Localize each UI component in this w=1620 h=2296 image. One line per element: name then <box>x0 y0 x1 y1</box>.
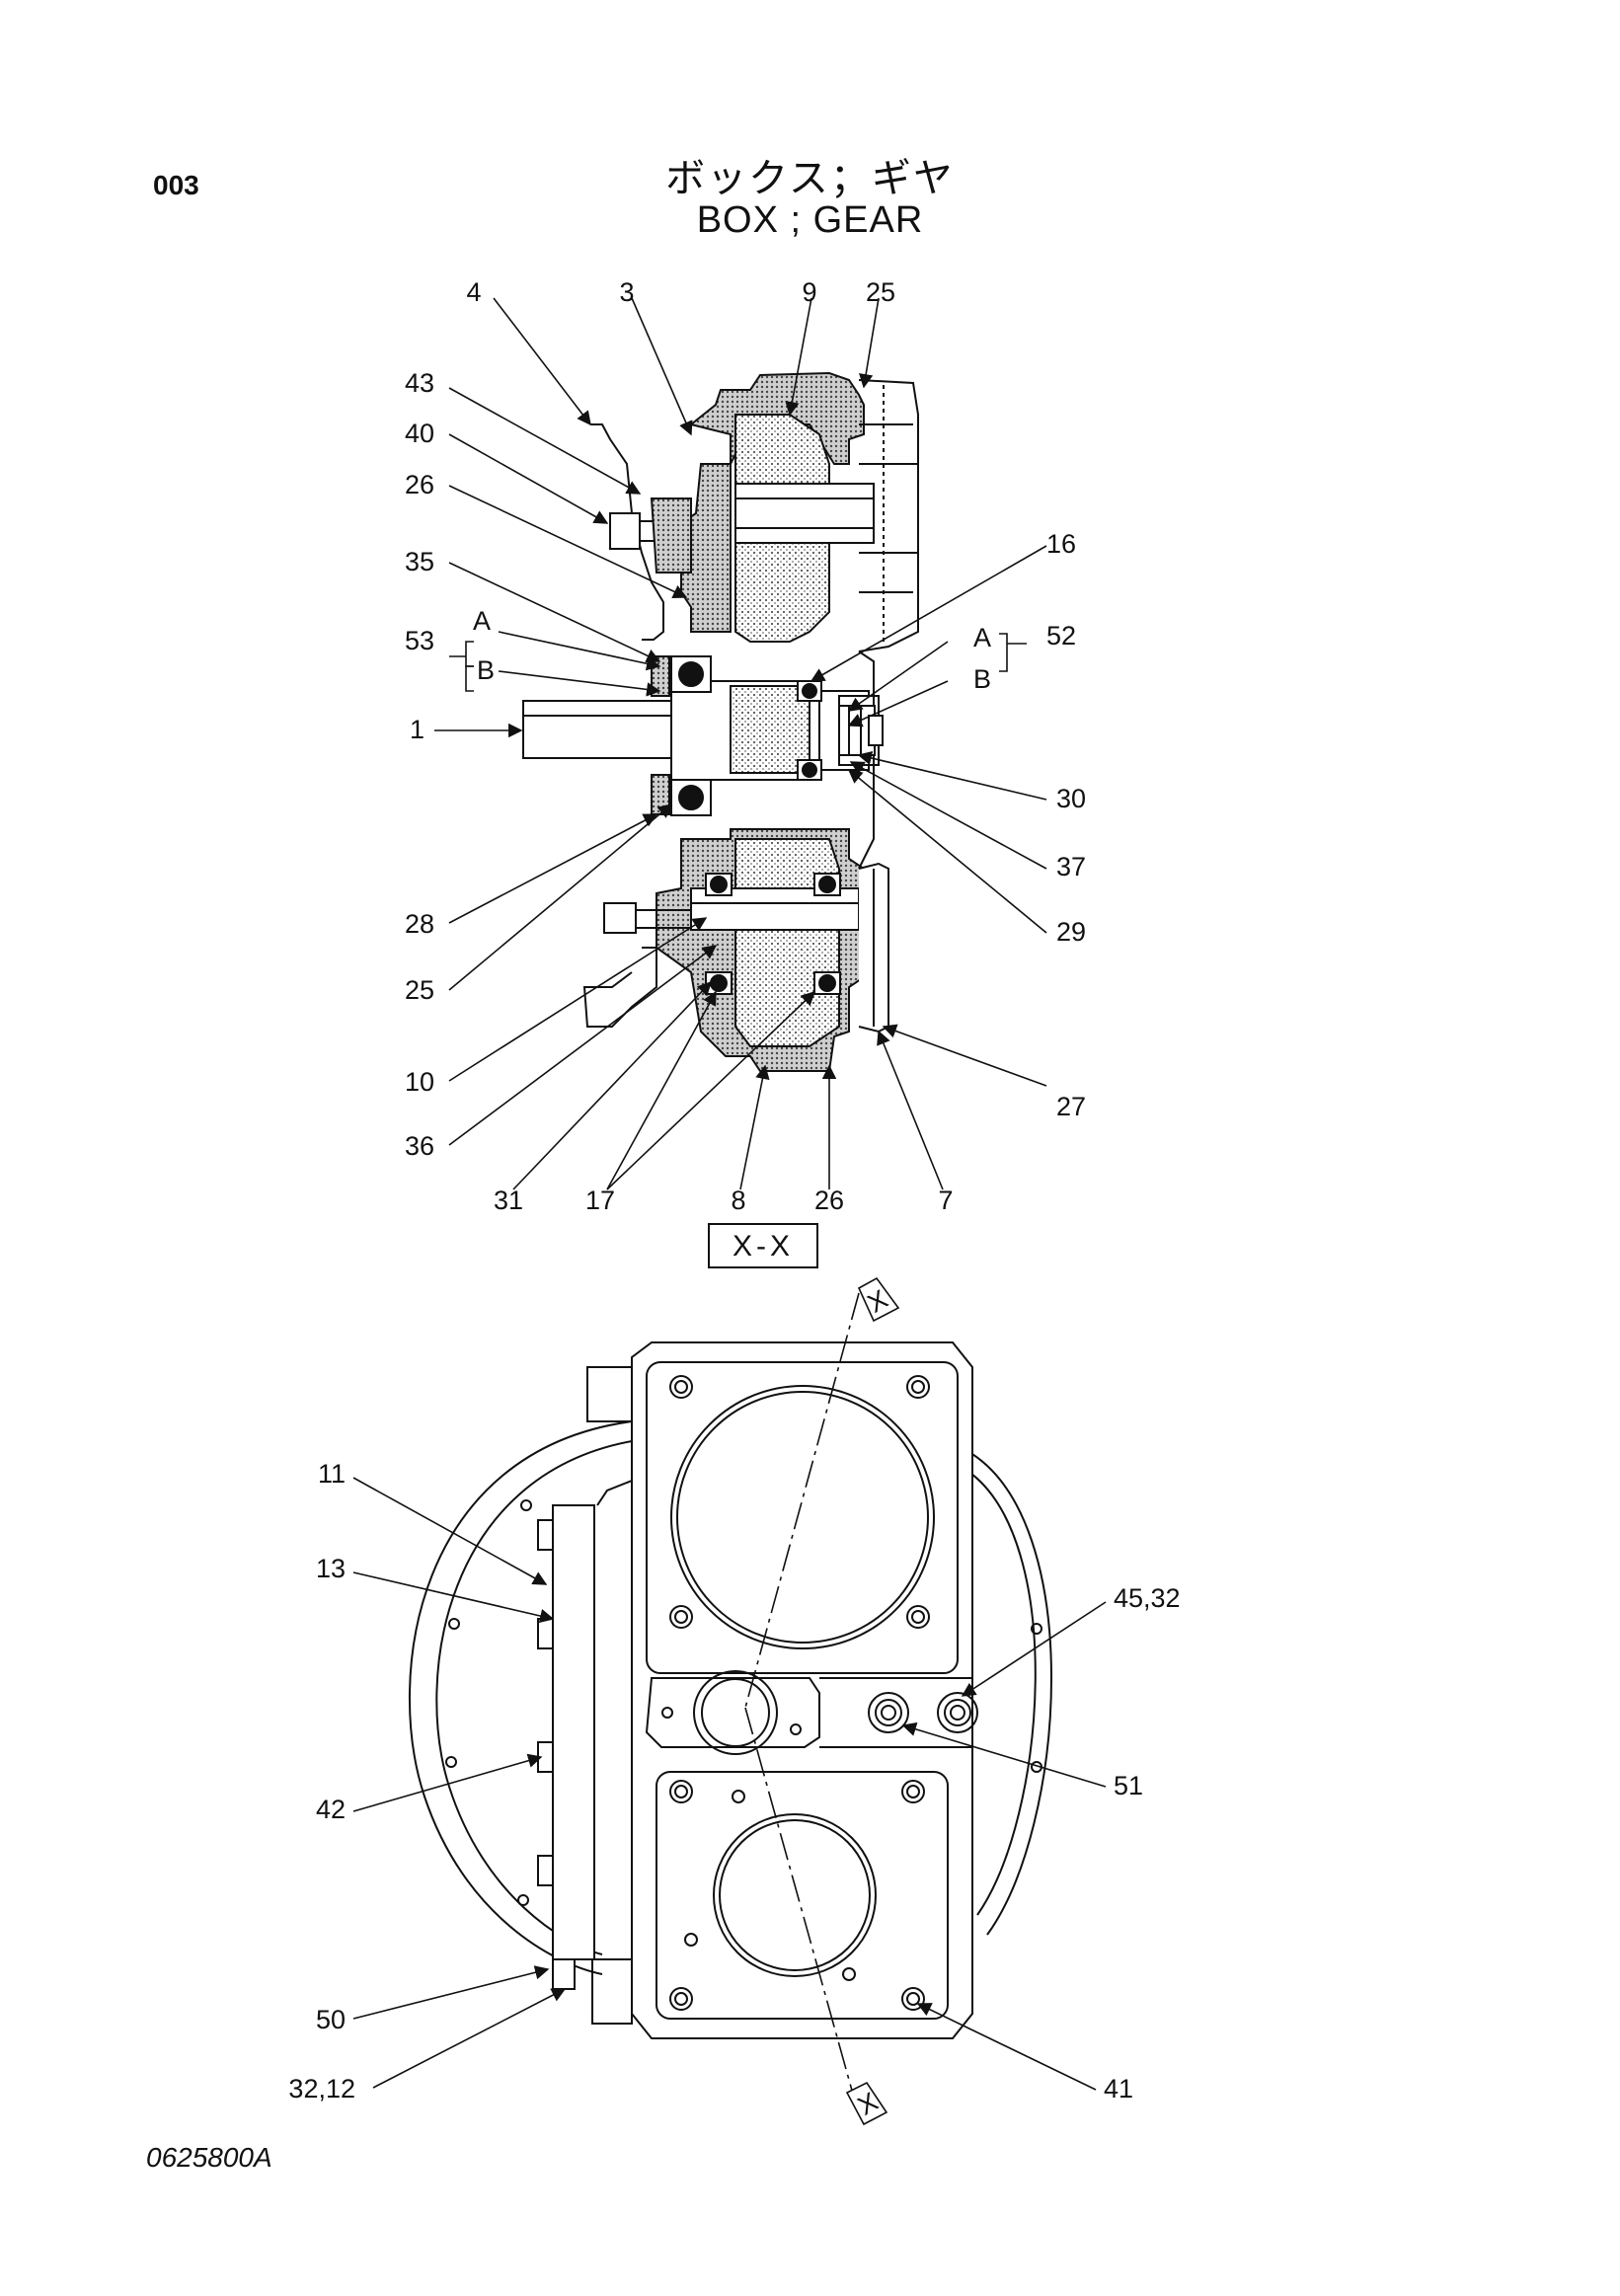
plan-view <box>408 1341 1052 2039</box>
callout-25: 25 <box>866 277 895 307</box>
callout-26-lower: 26 <box>814 1186 844 1215</box>
callout-52-b: B <box>973 664 991 694</box>
callout-45-32: 45,32 <box>1114 1583 1181 1613</box>
callouts-top: 4 3 9 25 43 40 26 35 53 A B 1 16 A 52 B … <box>405 277 1086 1215</box>
callout-4: 4 <box>466 277 481 307</box>
callout-7: 7 <box>938 1186 953 1215</box>
callout-9: 9 <box>802 277 816 307</box>
callout-8: 8 <box>731 1186 745 1215</box>
leader-lines-top <box>434 297 1047 1190</box>
shaft-1 <box>522 700 672 759</box>
callout-10: 10 <box>405 1067 434 1097</box>
title-english: BOX ; GEAR <box>696 199 924 241</box>
round-flange <box>408 1420 633 1975</box>
callout-53-a: A <box>473 606 491 636</box>
callout-26: 26 <box>405 470 434 499</box>
section-cut-line <box>744 1276 900 2126</box>
bolt-40-upper <box>609 512 641 550</box>
bolt-lower <box>603 902 637 934</box>
callout-17: 17 <box>585 1186 615 1215</box>
main-casing <box>631 1341 973 2039</box>
callout-40: 40 <box>405 419 434 448</box>
callout-42: 42 <box>316 1795 346 1824</box>
callout-53: 53 <box>405 626 434 655</box>
callout-52: 52 <box>1046 621 1076 651</box>
leader-lines-bottom <box>352 1477 1107 2091</box>
port-51 <box>868 1692 909 1733</box>
lower-bore <box>713 1813 877 1977</box>
callout-50: 50 <box>316 2005 346 2034</box>
callout-35: 35 <box>405 547 434 576</box>
upper-bore <box>670 1385 935 1649</box>
callout-29: 29 <box>1056 917 1086 947</box>
callout-13: 13 <box>316 1554 346 1583</box>
center-boss <box>693 1670 778 1755</box>
section-view <box>522 371 919 1072</box>
callout-1: 1 <box>410 715 424 744</box>
lower-bore-plate <box>656 1771 949 2020</box>
port-bracket <box>819 1677 973 1748</box>
callout-51: 51 <box>1114 1771 1143 1800</box>
callout-27: 27 <box>1056 1092 1086 1121</box>
rib-block <box>552 1504 595 1960</box>
section-label-box: X-X <box>708 1223 818 1268</box>
callout-41: 41 <box>1104 2074 1133 2104</box>
callout-31: 31 <box>494 1186 523 1215</box>
callout-28: 28 <box>405 909 434 939</box>
plug-50 <box>552 1958 576 1990</box>
callout-3: 3 <box>619 277 634 307</box>
callout-37: 37 <box>1056 852 1086 881</box>
gear-8 <box>734 838 840 1047</box>
callout-53-b: B <box>477 655 495 685</box>
callout-52-a: A <box>973 623 991 652</box>
callout-11: 11 <box>318 1459 346 1489</box>
motor-flange-25 <box>858 379 919 652</box>
drawing-code: 0625800A <box>146 2142 272 2173</box>
callout-16: 16 <box>1046 529 1076 559</box>
page-number: 003 <box>153 170 199 200</box>
middle-plate <box>645 1677 820 1748</box>
section-label: X-X <box>733 1230 794 1263</box>
callout-30: 30 <box>1056 784 1086 813</box>
upper-bore-plate <box>646 1361 959 1674</box>
callout-36: 36 <box>405 1131 434 1161</box>
title-japanese: ボックス；ギヤ <box>665 156 955 201</box>
callout-32-12: 32,12 <box>288 2074 355 2104</box>
callout-43: 43 <box>405 368 434 398</box>
callouts-bottom: 11 13 42 50 32,12 45,32 51 41 <box>288 1459 1180 2104</box>
callout-25-lower: 25 <box>405 975 434 1005</box>
port-45 <box>937 1692 978 1733</box>
